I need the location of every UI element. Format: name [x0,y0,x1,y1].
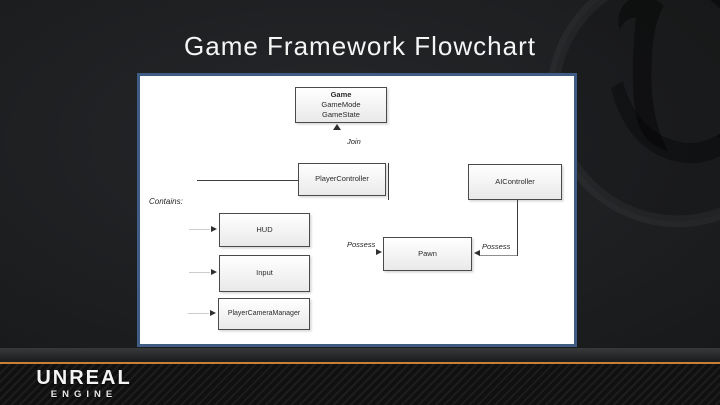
arrow-right-icon [376,249,382,255]
game-box-gamemode: GameMode [321,99,361,109]
hud-stub-line [189,229,210,230]
arrow-up-icon [333,124,341,130]
player-controller-box: PlayerController [298,163,386,196]
watermark-u-left-stem [618,0,669,152]
game-box-text: Game GameMode GameState [321,89,361,120]
ai-controller-box: AIController [468,164,562,200]
brand-text-engine: ENGINE [50,389,118,400]
pawn-box: Pawn [383,237,472,271]
pawn-label: Pawn [418,248,437,258]
unreal-engine-logo: UNREAL ENGINE [26,367,142,401]
game-box: Game GameMode GameState [295,87,387,123]
input-label: Input [256,268,273,278]
possess-left-label: Possess [347,240,376,249]
player-controller-drop-line [388,163,389,200]
input-stub-line [189,272,210,273]
watermark-u-right-stem [710,0,720,139]
watermark-u-swoosh [611,81,720,164]
hud-box: HUD [219,213,310,247]
footer-striped-band: UNREAL ENGINE [0,364,720,405]
flowchart-panel: Game GameMode GameState Join PlayerContr… [137,73,577,347]
join-label: Join [347,137,361,146]
arrow-left-icon [474,250,480,256]
accent-divider [0,362,720,364]
camera-manager-stub-line [188,313,209,314]
contains-label: Contains: [149,197,183,206]
possess-right-label: Possess [482,242,511,251]
footer-gradient-band [0,348,720,362]
flowchart-canvas: Game GameMode GameState Join PlayerContr… [140,76,574,344]
arrow-right-icon [211,269,217,275]
arrow-right-icon [210,310,216,316]
ai-controller-drop-line [517,200,518,256]
ai-controller-label: AIController [495,176,535,186]
player-camera-manager-box: PlayerCameraManager [218,298,310,330]
game-box-title: Game [330,89,352,99]
brand-text-unreal: UNREAL [36,367,132,389]
arrow-right-icon [211,226,217,232]
input-box: Input [219,255,310,292]
player-camera-manager-label: PlayerCameraManager [227,310,301,318]
contains-connector-line [197,180,298,181]
hud-label: HUD [256,224,273,234]
page-title: Game Framework Flowchart [184,31,536,61]
player-controller-label: PlayerController [315,174,369,184]
game-box-gamestate: GameState [322,110,360,120]
ai-possess-line [479,255,517,256]
